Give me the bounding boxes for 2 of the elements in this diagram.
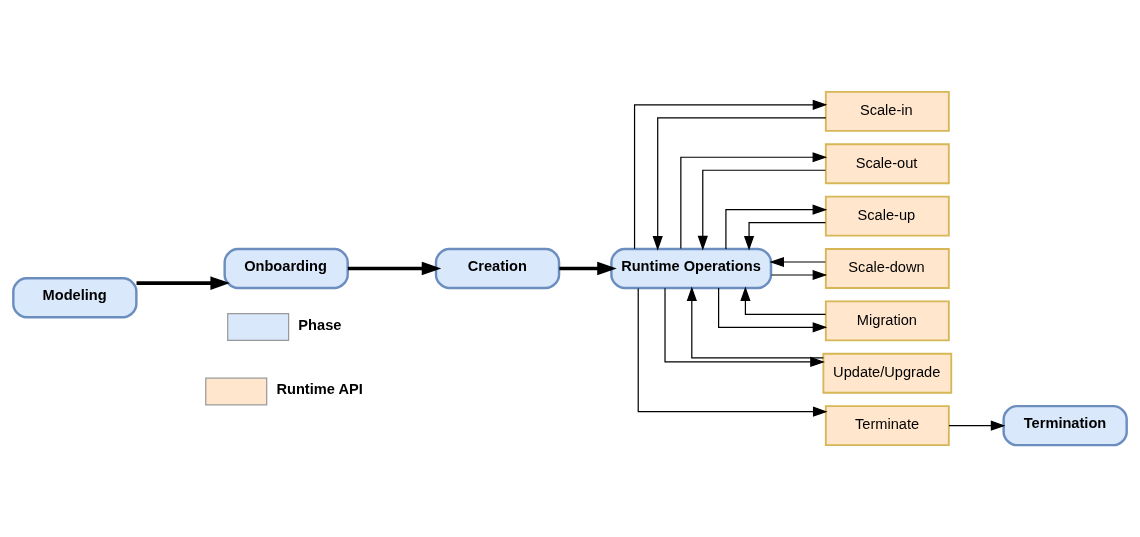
legend-label: Runtime API: [276, 381, 363, 398]
legend-label: Phase: [298, 316, 342, 333]
